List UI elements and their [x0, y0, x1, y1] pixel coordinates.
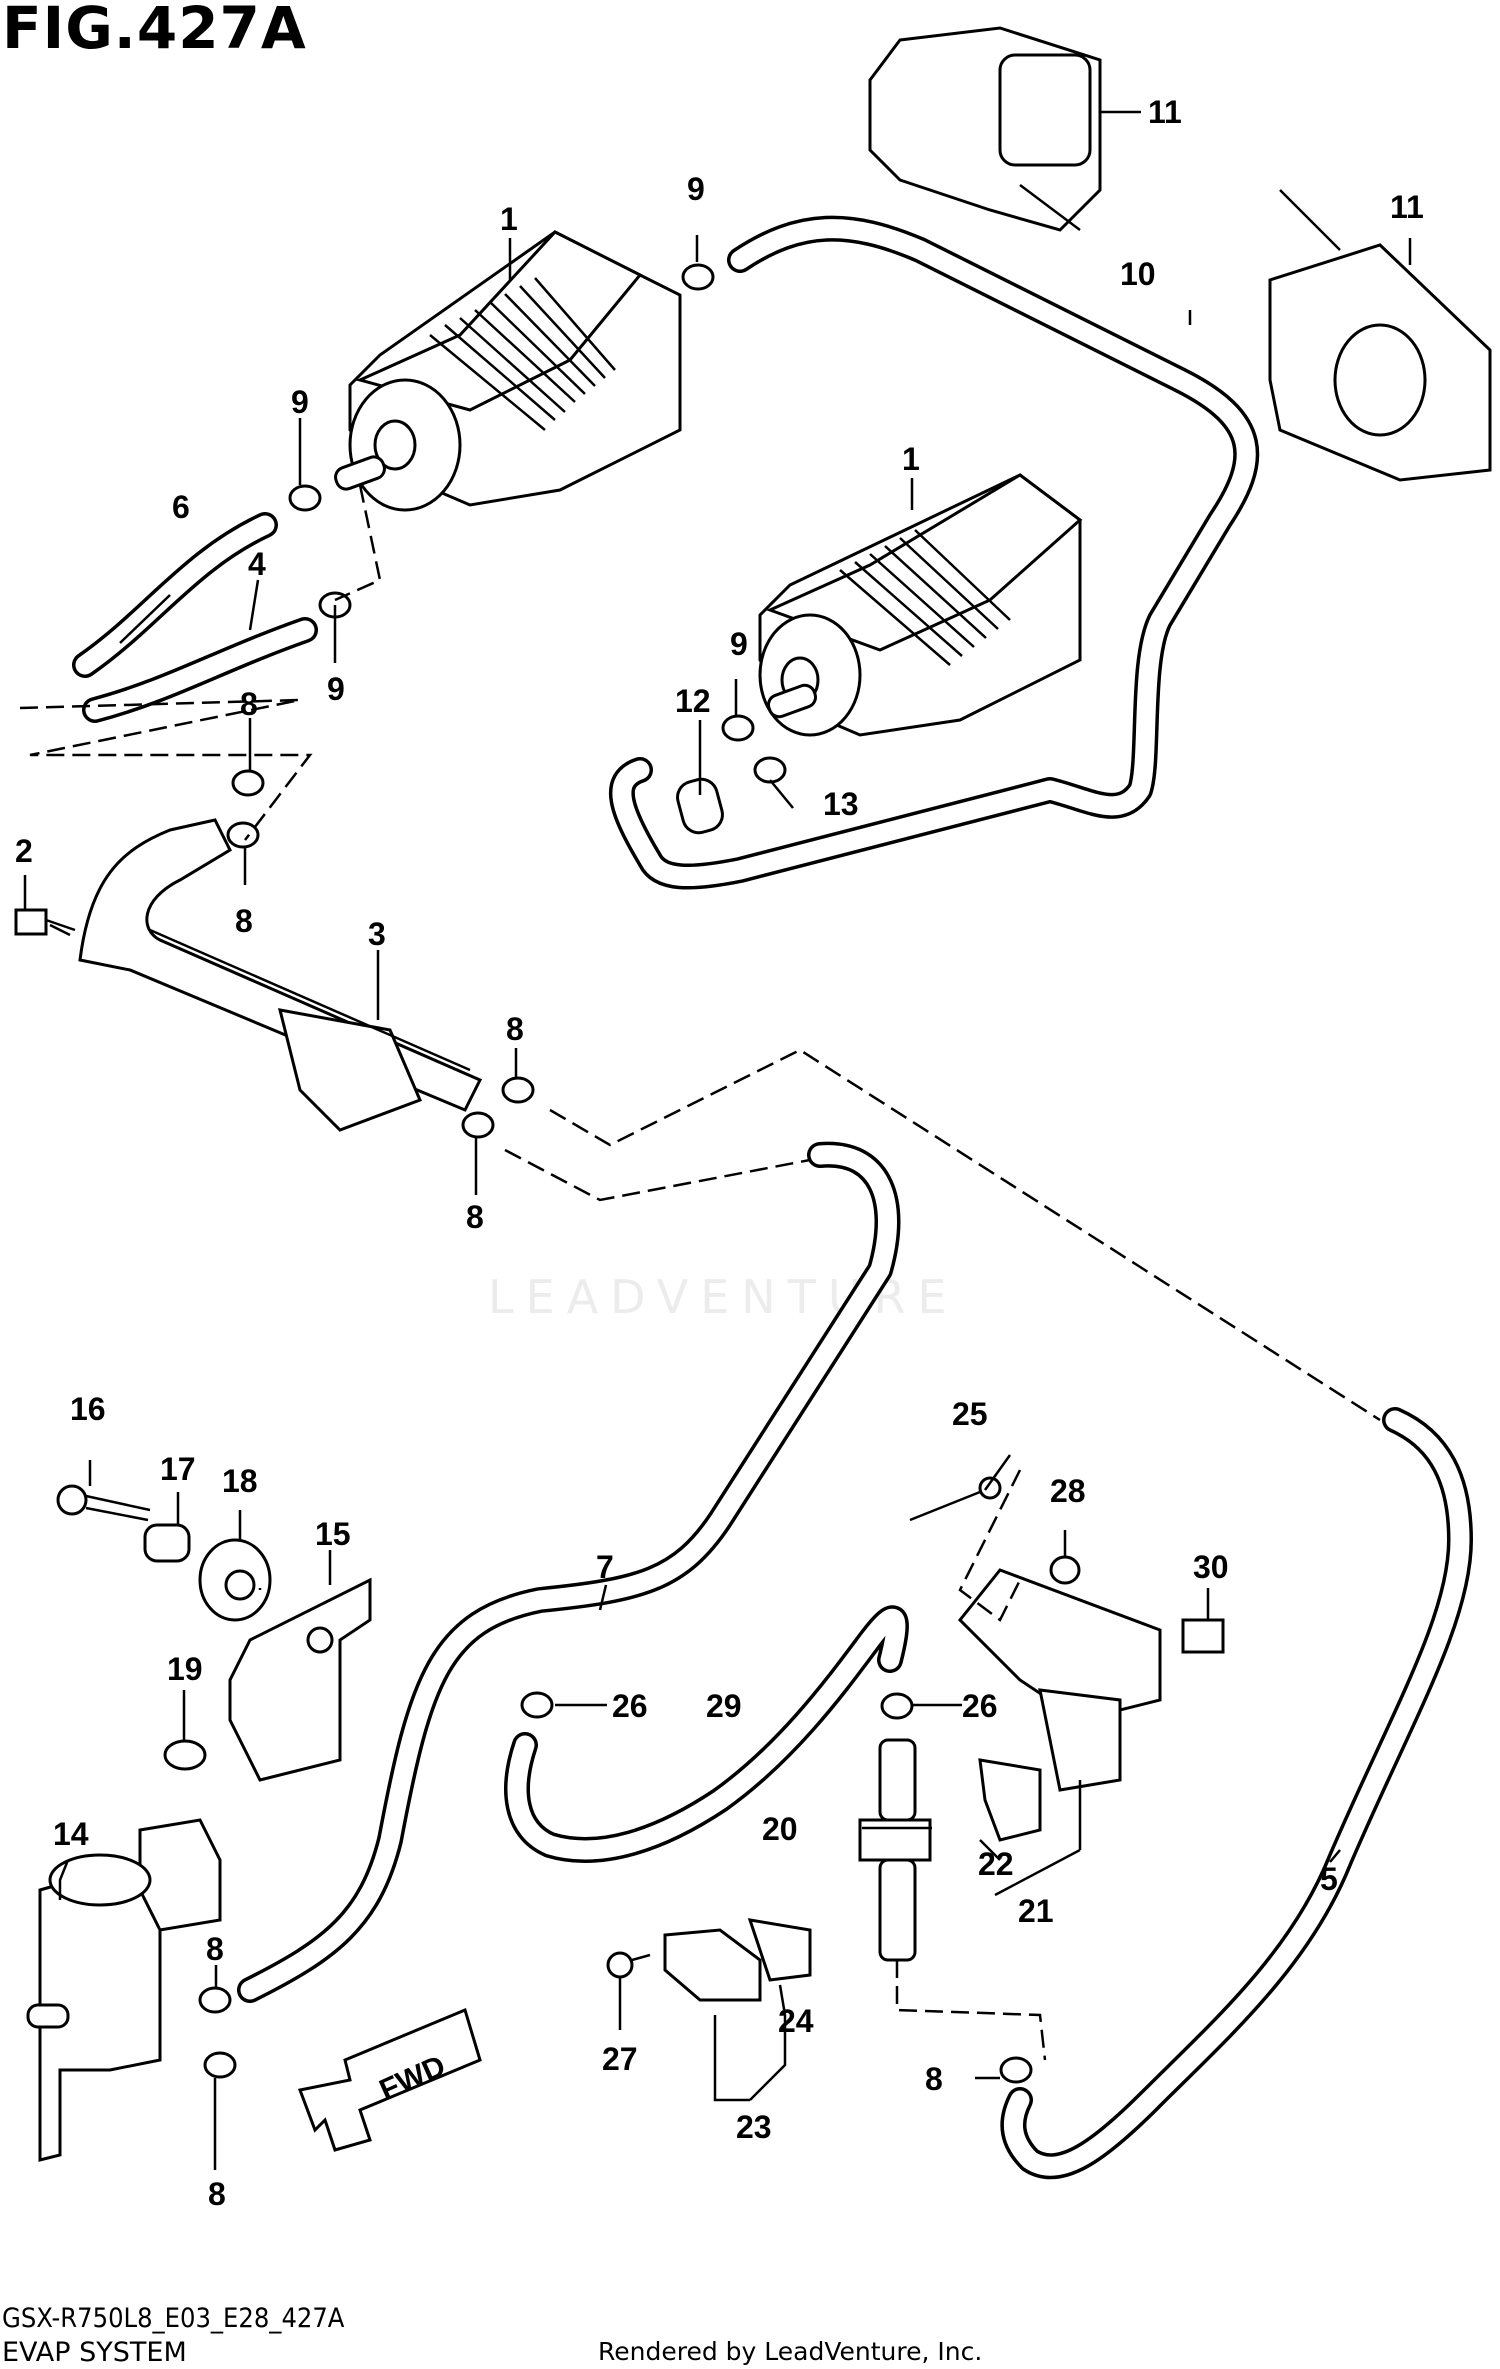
hose-5[interactable] — [1000, 1407, 1473, 2180]
callout-11-lower: 11 — [1390, 189, 1424, 225]
canister-upper[interactable] — [333, 230, 682, 512]
clamp-8-a[interactable] — [231, 769, 265, 797]
hose-29[interactable] — [504, 1605, 909, 1863]
nut-19[interactable] — [163, 1739, 207, 1771]
separator-bracket-3[interactable] — [78, 818, 483, 1132]
model-code: GSX-R750L8_E03_E28_427A — [2, 2303, 345, 2334]
fwd-arrow: FWD — [297, 2007, 482, 2152]
figure-title: FIG.427A — [2, 0, 307, 62]
callout-9-a: 9 — [687, 171, 705, 207]
hose-10[interactable] — [608, 215, 1260, 890]
hose-7[interactable] — [237, 1141, 901, 2003]
callout-2: 2 — [15, 833, 33, 869]
clamp-22[interactable] — [978, 1758, 1042, 1842]
canister-lower[interactable] — [758, 473, 1083, 737]
callout-7: 7 — [596, 1549, 614, 1585]
callout-13: 13 — [823, 786, 859, 822]
callouts: 1 1 2 3 4 5 6 7 8 8 8 8 8 8 8 9 9 9 9 10… — [15, 94, 1424, 2212]
clamp-8-e[interactable] — [198, 1986, 232, 2014]
clamp-26-b[interactable] — [880, 1692, 914, 1720]
callout-8-g: 8 — [925, 2061, 943, 2097]
callout-30: 30 — [1193, 1549, 1229, 1585]
callout-1-upper: 1 — [500, 201, 518, 237]
callout-8-b: 8 — [235, 903, 253, 939]
callout-15: 15 — [315, 1516, 351, 1552]
clamp-9-a[interactable] — [681, 263, 715, 291]
callout-6: 6 — [172, 489, 190, 525]
washer-28[interactable] — [1049, 1555, 1081, 1585]
clamp-8-b[interactable] — [226, 821, 260, 849]
callout-9-b: 9 — [291, 384, 309, 420]
callout-16: 16 — [70, 1391, 106, 1427]
bracket-15[interactable] — [228, 1577, 372, 1782]
callout-11-upper: 11 — [1148, 94, 1182, 130]
callout-4: 4 — [248, 546, 266, 582]
clamp-8-f[interactable] — [203, 2051, 237, 2079]
hose-4[interactable] — [82, 617, 318, 723]
solenoid-valve-14[interactable] — [26, 1818, 222, 2162]
callout-20: 20 — [762, 1811, 798, 1847]
clamp-26-a[interactable] — [520, 1691, 554, 1719]
leader-lines — [23, 110, 1412, 2170]
holder-11-upper[interactable] — [868, 26, 1102, 232]
clamp-23-24[interactable] — [663, 1918, 812, 2002]
bolt-16[interactable] — [56, 1484, 151, 1522]
callout-21: 21 — [1018, 1893, 1054, 1929]
callout-19: 19 — [167, 1651, 203, 1687]
clamp-9-b[interactable] — [288, 484, 322, 512]
callout-8-c: 8 — [506, 1011, 524, 1047]
callout-28: 28 — [1050, 1473, 1086, 1509]
fuel-filter-20[interactable] — [858, 1738, 932, 1962]
cushion-18[interactable] — [198, 1538, 272, 1622]
callout-29: 29 — [706, 1688, 742, 1724]
callout-27: 27 — [602, 2041, 638, 2077]
screw-27[interactable] — [606, 1951, 651, 1979]
callout-5: 5 — [1320, 1861, 1338, 1897]
callout-3: 3 — [368, 916, 386, 952]
callout-8-d: 8 — [466, 1199, 484, 1235]
hose-6[interactable] — [72, 512, 278, 678]
callout-9-c: 9 — [327, 671, 345, 707]
callout-10: 10 — [1120, 256, 1156, 292]
callout-22: 22 — [978, 1846, 1014, 1882]
clamp-8-d[interactable] — [461, 1111, 495, 1139]
callout-18: 18 — [222, 1463, 258, 1499]
holder-11-lower[interactable] — [1268, 189, 1492, 482]
hose-12[interactable] — [674, 776, 726, 837]
callout-14: 14 — [53, 1816, 89, 1852]
render-credit: Rendered by LeadVenture, Inc. — [598, 2337, 983, 2366]
rivet-25[interactable] — [909, 1476, 1002, 1522]
callout-8-e: 8 — [206, 1931, 224, 1967]
clamp-13[interactable] — [753, 756, 787, 784]
collar-17[interactable] — [143, 1523, 191, 1563]
callout-1-lower: 1 — [902, 441, 920, 477]
clamp-8-c[interactable] — [501, 1076, 535, 1104]
callout-12: 12 — [675, 683, 711, 719]
clamp-8-g[interactable] — [999, 2056, 1033, 2084]
clip-30[interactable] — [1181, 1618, 1225, 1654]
callout-26-b: 26 — [962, 1688, 998, 1724]
bolt-2[interactable] — [14, 908, 76, 937]
callout-23: 23 — [736, 2109, 772, 2145]
callout-24: 24 — [778, 2003, 814, 2039]
clamp-9-d[interactable] — [721, 714, 755, 742]
bracket-21[interactable] — [957, 1568, 1162, 1792]
callout-25: 25 — [952, 1396, 988, 1432]
section-name: EVAP SYSTEM — [2, 2337, 187, 2368]
callout-8-a: 8 — [240, 686, 258, 722]
callout-17: 17 — [160, 1451, 196, 1487]
callout-8-f: 8 — [208, 2176, 226, 2212]
callout-26-a: 26 — [612, 1688, 648, 1724]
callout-9-d: 9 — [730, 626, 748, 662]
